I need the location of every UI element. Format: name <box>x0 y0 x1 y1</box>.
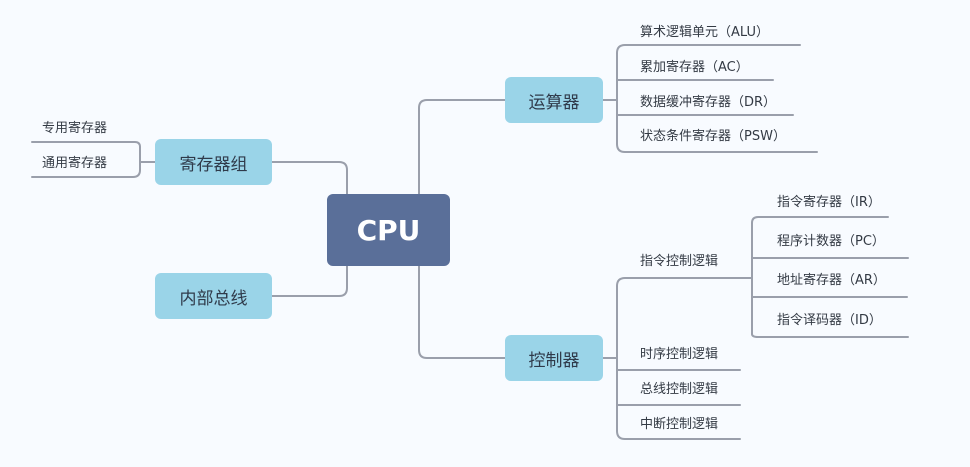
connector-root-registers <box>271 161 348 195</box>
connector-control-item-3 <box>616 430 741 440</box>
connector-root-alu <box>418 99 506 195</box>
branch-control-label: 控制器 <box>528 350 580 371</box>
instr-item-2[interactable]: 程序计数器（PC） <box>777 234 885 249</box>
connector-instr-item-1 <box>751 216 889 224</box>
branch-control[interactable]: 控制器 <box>505 335 603 381</box>
alu-item-2[interactable]: 累加寄存器（AC） <box>640 60 749 75</box>
root-label: CPU <box>356 213 421 247</box>
connector-registers-item-1 <box>31 141 141 148</box>
connector-control-instr <box>616 277 753 287</box>
instr-item-3[interactable]: 地址寄存器（AR） <box>777 273 886 288</box>
control-instruction-logic[interactable]: 指令控制逻辑 <box>640 254 719 269</box>
control-item-2[interactable]: 总线控制逻辑 <box>640 382 719 397</box>
registers-item-2[interactable]: 通用寄存器 <box>42 156 108 171</box>
connector-alu-item-1 <box>616 44 801 54</box>
alu-item-3[interactable]: 数据缓冲寄存器（DR） <box>640 95 777 110</box>
branch-registers[interactable]: 寄存器组 <box>155 139 272 185</box>
registers-item-1[interactable]: 专用寄存器 <box>42 121 108 136</box>
branch-bus-label: 内部总线 <box>179 288 248 309</box>
control-item-1[interactable]: 时序控制逻辑 <box>640 347 719 362</box>
instr-item-1[interactable]: 指令寄存器（IR） <box>777 195 881 210</box>
control-item-3[interactable]: 中断控制逻辑 <box>640 417 719 432</box>
connector-alu-item-4 <box>616 143 818 153</box>
connector-registers-item-2 <box>31 169 141 178</box>
connector-root-bus <box>271 265 348 297</box>
alu-item-4[interactable]: 状态条件寄存器（PSW） <box>640 129 786 144</box>
connector-instr-item-4 <box>751 333 909 338</box>
root-node-cpu[interactable]: CPU <box>327 194 450 266</box>
instr-item-4[interactable]: 指令译码器（ID） <box>777 313 882 328</box>
branch-alu[interactable]: 运算器 <box>505 77 603 123</box>
branch-bus[interactable]: 内部总线 <box>155 273 272 319</box>
branch-alu-label: 运算器 <box>528 92 580 113</box>
branch-registers-label: 寄存器组 <box>179 154 248 175</box>
alu-item-1[interactable]: 算术逻辑单元（ALU） <box>640 25 770 40</box>
connector-root-control <box>418 265 506 359</box>
